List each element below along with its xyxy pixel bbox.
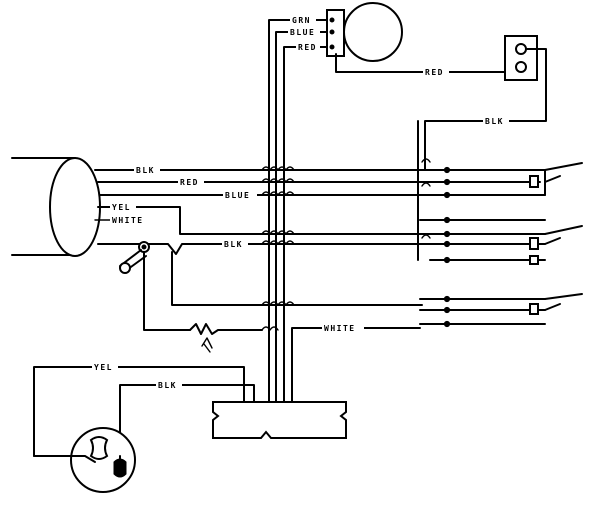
label-red-top: RED [298, 43, 317, 52]
label-blue-main: BLUE [225, 191, 250, 200]
label-blk-main: BLK [136, 166, 155, 175]
label-yel-main: YEL [112, 203, 131, 212]
harness-connector [11, 157, 101, 257]
label-blue-top: BLUE [290, 28, 315, 37]
resistor [189, 323, 263, 353]
label-blk-right: BLK [485, 117, 504, 126]
gauge-unit [326, 2, 517, 73]
ignition-switch [33, 427, 136, 493]
wire-labels: GRN BLUE RED RED BLK BLK RED BLUE YEL WH… [92, 15, 509, 390]
label-blk-low: BLK [158, 381, 177, 390]
socket-block [424, 35, 547, 171]
terminal-block [33, 366, 347, 457]
label-yel-low: YEL [94, 363, 113, 372]
label-red-lamp: RED [425, 68, 444, 77]
terminal-group-upper [417, 120, 583, 265]
trunk-wires [261, 19, 421, 403]
ground-stud [119, 241, 423, 331]
main-wires [94, 169, 546, 325]
label-blk-mid: BLK [224, 240, 243, 249]
label-white-main: WHITE [112, 216, 144, 225]
label-red-main: RED [180, 178, 199, 187]
label-grn: GRN [292, 16, 311, 25]
label-white-low: WHITE [324, 324, 356, 333]
terminal-group-lower [443, 293, 583, 328]
